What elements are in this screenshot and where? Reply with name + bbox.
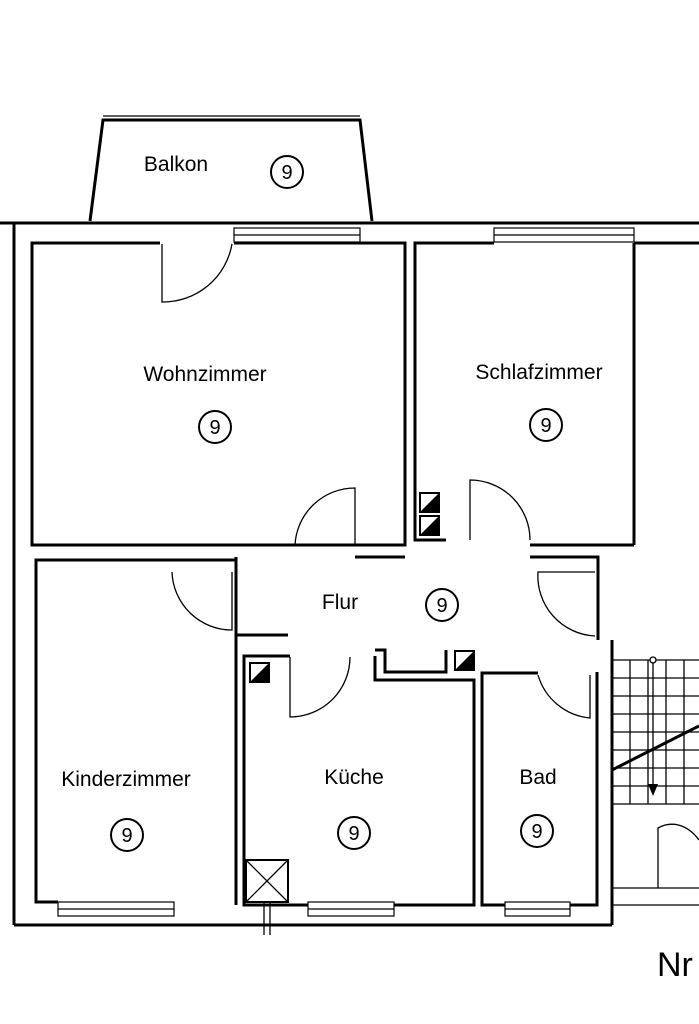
chimney-icon <box>245 859 289 903</box>
room-kinderzimmer <box>34 558 238 917</box>
bad-number-badge: 9 <box>520 814 554 848</box>
corner-text: Nr <box>657 946 693 984</box>
wohnzimmer-number: 9 <box>209 417 220 439</box>
kueche-number-badge: 9 <box>337 816 371 850</box>
room-schlafzimmer <box>413 241 699 547</box>
room-bad <box>480 671 599 917</box>
wohnzimmer-label: Wohnzimmer <box>143 363 266 386</box>
kueche-number: 9 <box>348 823 359 845</box>
balcony-outline <box>88 115 374 222</box>
room-wohnzimmer <box>30 241 407 547</box>
balkon-number: 9 <box>281 162 292 184</box>
flur-label: Flur <box>322 591 358 614</box>
kueche-label: Küche <box>324 766 384 789</box>
balkon-label: Balkon <box>144 153 208 176</box>
staircase <box>610 640 699 925</box>
schlafzimmer-label: Schlafzimmer <box>475 361 602 384</box>
bad-number: 9 <box>531 821 542 843</box>
kinderzimmer-label: Kinderzimmer <box>61 768 191 791</box>
schlafzimmer-number: 9 <box>540 415 551 437</box>
room-kueche <box>242 654 476 935</box>
flur-number: 9 <box>436 595 447 617</box>
balkon-number-badge: 9 <box>270 155 304 189</box>
bad-label: Bad <box>519 766 556 789</box>
kinderzimmer-number: 9 <box>121 825 132 847</box>
windows-top <box>233 227 635 243</box>
flur-number-badge: 9 <box>425 588 459 622</box>
wohnzimmer-number-badge: 9 <box>198 410 232 444</box>
schlafzimmer-number-badge: 9 <box>529 408 563 442</box>
kinderzimmer-number-badge: 9 <box>110 818 144 852</box>
